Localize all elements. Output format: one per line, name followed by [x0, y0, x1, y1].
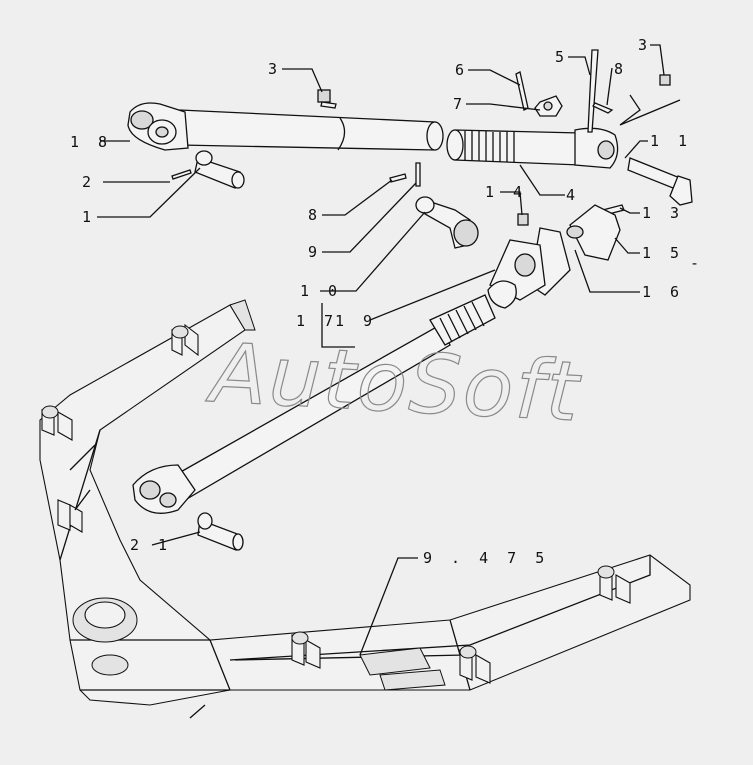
- label-19: 1 9: [335, 312, 377, 330]
- label-18: 1 8: [70, 133, 112, 151]
- label-3-left: 3: [268, 60, 282, 78]
- label-11: 1 1: [650, 132, 692, 150]
- label-13: 1 3: [642, 204, 684, 222]
- watermark: AutoSoft: [204, 326, 584, 441]
- main-frame: [39, 299, 691, 719]
- label-3-right: 3: [638, 36, 652, 54]
- label-8-left: 8: [308, 206, 322, 224]
- label-21: 2 1: [130, 536, 172, 554]
- label-16: 1 6: [642, 283, 684, 301]
- label-8-right: 8: [614, 60, 628, 78]
- label-17: 1 7: [296, 312, 338, 330]
- label-dash: -: [690, 254, 704, 272]
- label-14: 1 4: [485, 183, 527, 201]
- leader-lines: [97, 44, 665, 656]
- screw-3-left: [317, 89, 337, 109]
- lower-cylinder-assembly: [132, 239, 546, 514]
- pin-assembly-10: [389, 162, 479, 249]
- label-10: 1 0: [300, 282, 342, 300]
- label-5: 5: [555, 48, 569, 66]
- label-6: 6: [455, 61, 469, 79]
- label-7: 7: [453, 95, 467, 113]
- part-labels: 1 8 2 1 3 6 7 5 8 3 1 1 4 1 4 1 3 1 5 1 …: [70, 36, 704, 567]
- label-9-475: 9 . 4 7 5: [423, 549, 549, 567]
- pin-21: [197, 512, 244, 551]
- label-4: 4: [566, 186, 580, 204]
- label-9: 9: [308, 243, 322, 261]
- label-15: 1 5: [642, 244, 684, 262]
- threaded-tube-4: [446, 49, 693, 206]
- upper-cylinder-assembly: [127, 102, 444, 189]
- label-1: 1: [82, 208, 96, 226]
- label-2: 2: [82, 173, 96, 191]
